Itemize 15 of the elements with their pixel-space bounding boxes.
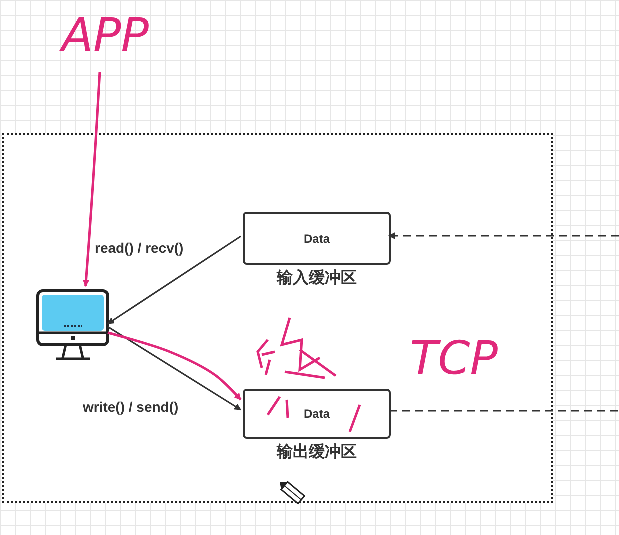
hand-drawn-arrow: [82, 72, 102, 287]
buffer-caption: 输出缓冲区: [276, 442, 358, 463]
arrow: [388, 232, 619, 240]
dotted-frame: [2, 133, 553, 503]
buffer-caption: 输入缓冲区: [276, 268, 358, 289]
hand-drawn-arrow: [108, 332, 242, 401]
edge-label: read() / recv(): [94, 240, 185, 256]
edge-label: write() / send(): [82, 399, 180, 415]
arrow: [107, 236, 242, 325]
arrow: [108, 326, 242, 411]
data-text: Data: [302, 232, 332, 246]
data-text: Data: [302, 407, 332, 421]
handwritten-label: APP: [62, 12, 149, 58]
handwritten-label: TCP: [410, 335, 498, 381]
connector-line: [389, 410, 619, 412]
